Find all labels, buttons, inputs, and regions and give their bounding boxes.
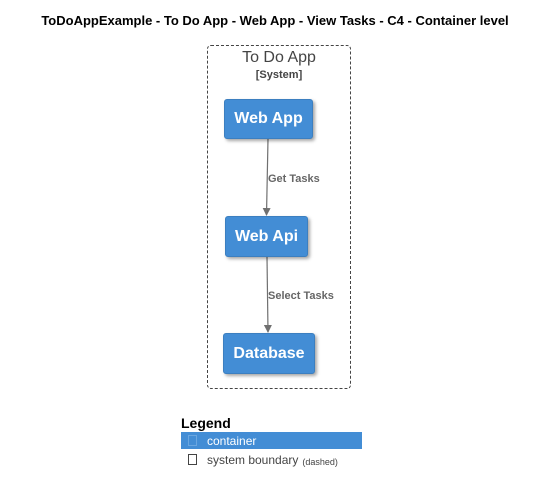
- edge-label-select-tasks: Select Tasks: [268, 290, 334, 302]
- edge-select-tasks: [263, 256, 272, 333]
- legend-label-boundary: system boundary: [207, 452, 299, 467]
- square-outline-icon: [188, 454, 197, 465]
- legend-item-container: container: [181, 432, 362, 449]
- legend-boundary-suffix: (dashed): [302, 456, 338, 467]
- container-database[interactable]: Database: [223, 333, 315, 374]
- legend-title: Legend: [181, 415, 231, 431]
- container-web-api[interactable]: Web Api: [225, 216, 308, 257]
- legend-item-boundary: system boundary (dashed): [181, 451, 362, 468]
- diagram-title: ToDoAppExample - To Do App - Web App - V…: [41, 13, 509, 28]
- boundary-name: To Do App: [242, 49, 316, 66]
- edge-label-get-tasks: Get Tasks: [268, 173, 320, 185]
- system-boundary[interactable]: [207, 45, 351, 389]
- edge-get-tasks: [262, 138, 271, 216]
- container-web-app[interactable]: Web App: [224, 99, 313, 139]
- legend-label-container: container: [207, 433, 257, 448]
- boundary-type: [System]: [255, 69, 303, 81]
- square-outline-icon: [188, 435, 197, 446]
